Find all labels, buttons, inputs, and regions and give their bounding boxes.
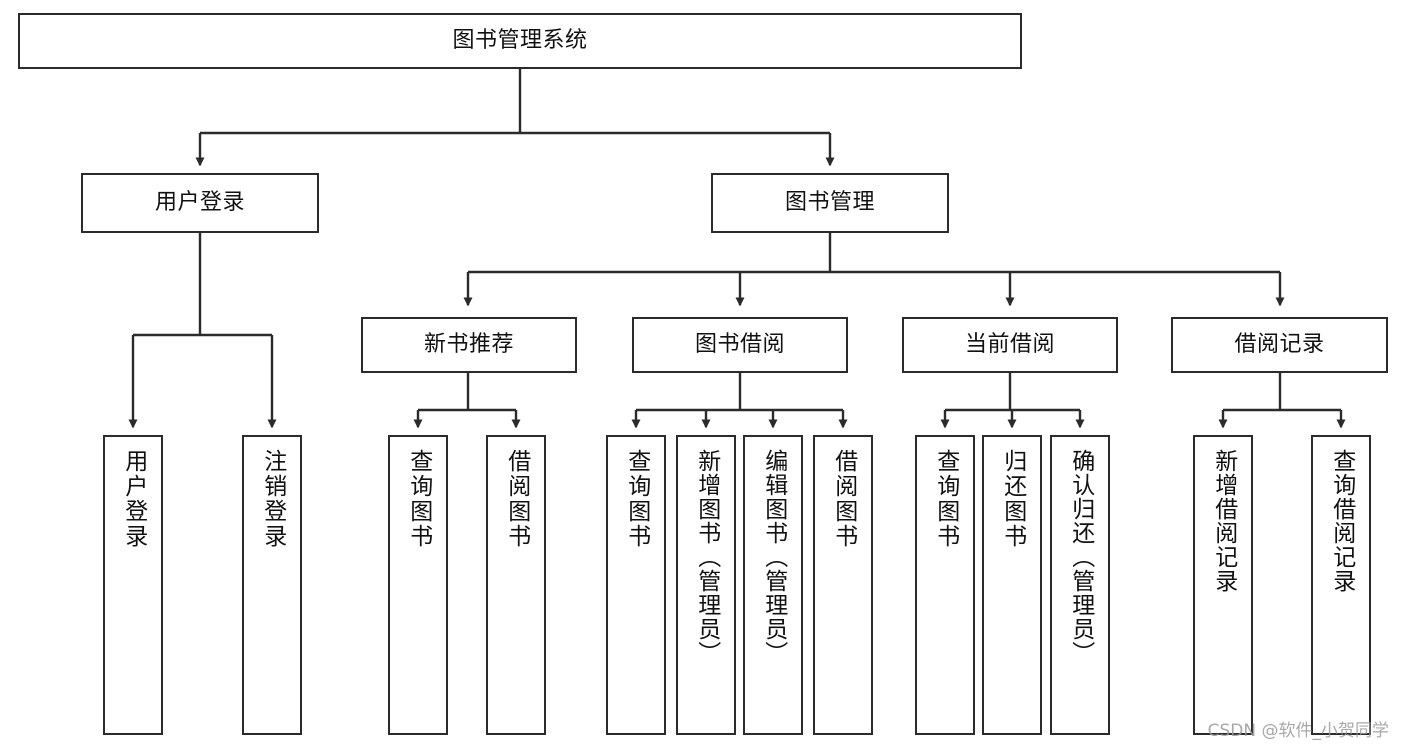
node-label: 借阅图书 [503, 449, 530, 549]
node-label: 当前借阅 [964, 331, 1055, 357]
node-label: 查询图书 [405, 449, 432, 549]
node-leaf-borrow-book[interactable]: 借阅图书 [813, 435, 873, 735]
node-label: 新书推荐 [423, 331, 514, 357]
node-label: 查询借阅记录 [1328, 449, 1355, 593]
node-label: 注销登录 [259, 449, 286, 549]
node-leaf-user-login[interactable]: 用户登录 [103, 435, 163, 735]
node-label: 编辑图书（管理员） [760, 449, 787, 665]
watermark: CSDN @软件_小贺同学 [1207, 721, 1389, 741]
node-root-book-management-system[interactable]: 图书管理系统 [18, 13, 1022, 69]
node-label: 用户登录 [120, 449, 147, 549]
node-leaf-recommend-query-book[interactable]: 查询图书 [388, 435, 448, 735]
node-label: 借阅图书 [830, 449, 857, 549]
node-leaf-borrow-query-book[interactable]: 查询图书 [606, 435, 666, 735]
node-label: 图书管理系统 [452, 27, 588, 53]
node-label: 确认归还（管理员） [1067, 449, 1094, 665]
node-leaf-add-borrow-record[interactable]: 新增借阅记录 [1193, 435, 1253, 735]
node-new-book-recommend[interactable]: 新书推荐 [361, 317, 577, 373]
node-book-borrow[interactable]: 图书借阅 [632, 317, 848, 373]
node-label: 图书借阅 [694, 331, 785, 357]
node-borrow-record[interactable]: 借阅记录 [1171, 317, 1388, 373]
node-label: 归还图书 [999, 449, 1026, 549]
node-leaf-add-book-admin[interactable]: 新增图书（管理员） [676, 435, 736, 735]
node-label: 用户登录 [154, 189, 245, 215]
node-label: 图书管理 [784, 189, 875, 215]
node-leaf-return-book[interactable]: 归还图书 [982, 435, 1042, 735]
node-leaf-logout[interactable]: 注销登录 [242, 435, 302, 735]
node-label: 查询图书 [623, 449, 650, 549]
node-leaf-edit-book-admin[interactable]: 编辑图书（管理员） [743, 435, 803, 735]
node-user-login[interactable]: 用户登录 [81, 173, 319, 233]
node-label: 新增借阅记录 [1210, 449, 1237, 593]
node-label: 借阅记录 [1234, 331, 1325, 357]
node-leaf-recommend-borrow-book[interactable]: 借阅图书 [486, 435, 546, 735]
node-leaf-confirm-return-admin[interactable]: 确认归还（管理员） [1050, 435, 1110, 735]
node-current-borrow[interactable]: 当前借阅 [902, 317, 1118, 373]
node-book-management[interactable]: 图书管理 [711, 173, 949, 233]
node-label: 新增图书（管理员） [693, 449, 720, 665]
node-leaf-query-borrow-record[interactable]: 查询借阅记录 [1311, 435, 1371, 735]
node-leaf-current-query-book[interactable]: 查询图书 [915, 435, 975, 735]
node-label: 查询图书 [932, 449, 959, 549]
